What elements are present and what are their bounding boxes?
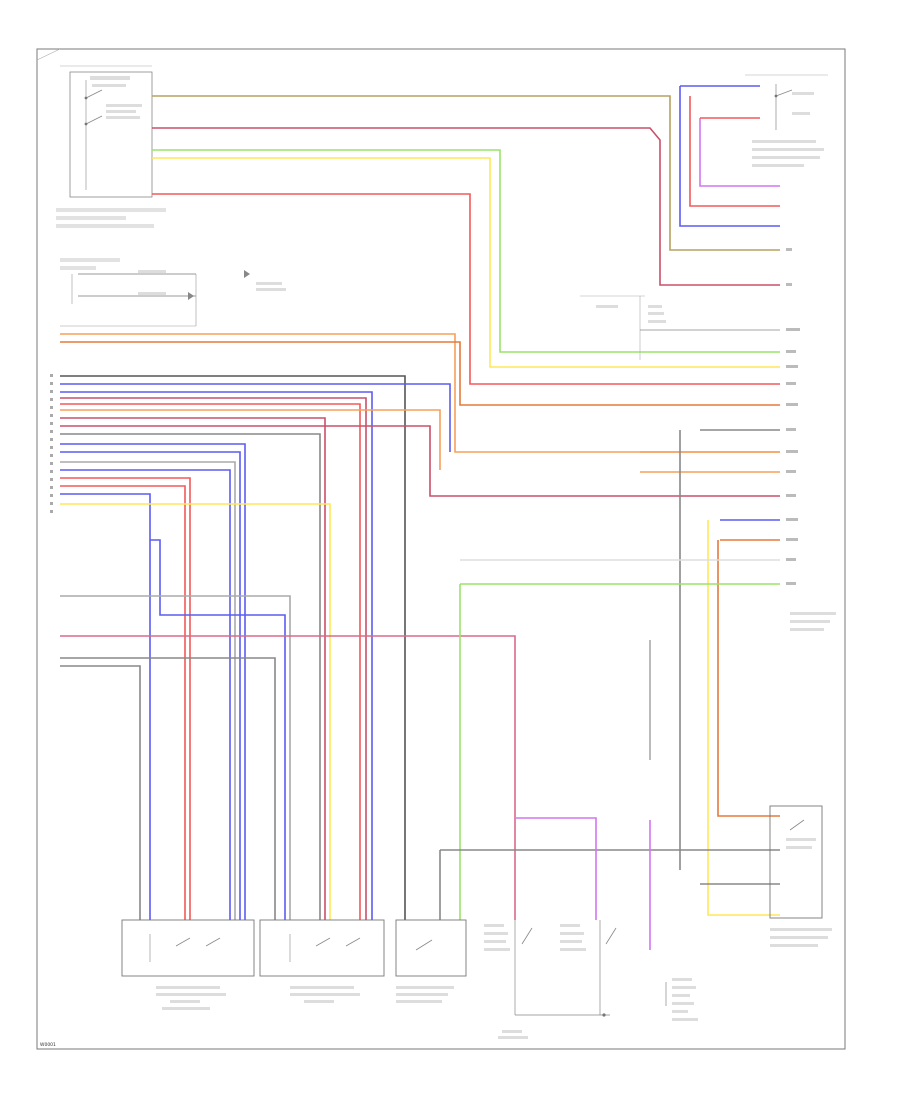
frame-corner-line [36,48,61,61]
rear-module-right [769,805,832,947]
page-code: W0001 [40,1042,56,1048]
left-harness-wires [60,375,780,920]
door-lock-switches [484,920,617,1039]
right-side-wires [439,429,780,950]
diagram-frame [36,48,846,1050]
rear-door-lock-module [395,919,467,1003]
top-left-component [56,65,166,228]
left-switch-block [60,258,286,327]
left-front-door-module [121,919,255,1010]
left-connector-pins [50,374,53,513]
center-right-connector [580,295,780,360]
right-front-door-module [259,919,385,1003]
bottom-right-ground [665,978,698,1021]
right-pin-labels [786,248,836,631]
top-right-connector [679,74,828,227]
